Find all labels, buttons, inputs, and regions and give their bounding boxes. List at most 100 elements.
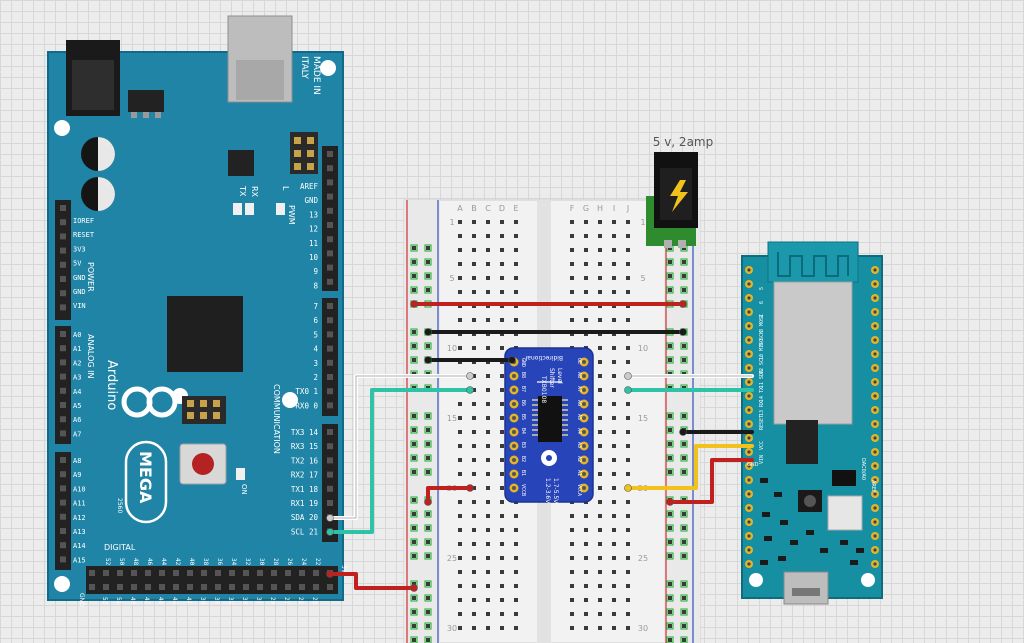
header-pin xyxy=(60,542,66,549)
breadboard-hole xyxy=(626,514,630,518)
breadboard-hole xyxy=(598,374,602,378)
breadboard-hole xyxy=(486,388,490,392)
header-pin xyxy=(60,556,66,563)
breadboard-hole xyxy=(626,542,630,546)
breadboard-hole xyxy=(472,598,476,602)
mega-pin-label: 45 xyxy=(157,597,164,605)
rail-hole xyxy=(412,554,416,558)
breadboard-hole xyxy=(472,290,476,294)
breadboard-hole xyxy=(626,402,630,406)
breadboard-hole xyxy=(612,430,616,434)
rail-hole xyxy=(412,428,416,432)
rail-hole xyxy=(668,442,672,446)
breadboard-hole xyxy=(514,234,518,238)
txb0108-chip xyxy=(538,396,562,442)
mega-pin-label: TX2 16 xyxy=(291,456,319,465)
header-pin xyxy=(60,416,66,423)
wire-endpoints xyxy=(326,300,687,592)
rail-hole xyxy=(682,596,686,600)
mega-pin-label: 2 xyxy=(313,373,318,382)
mega-pin-label: 51 xyxy=(115,597,122,605)
smd-component xyxy=(820,548,828,553)
atmega2560-chip xyxy=(167,296,243,372)
header-pin xyxy=(60,387,66,394)
header-pin xyxy=(60,485,66,492)
icsp-header-2 xyxy=(182,396,226,424)
breadboard-hole xyxy=(598,360,602,364)
rail-hole xyxy=(412,540,416,544)
rail-hole xyxy=(426,246,430,250)
breadboard-hole xyxy=(514,276,518,280)
breadboard-hole xyxy=(612,500,616,504)
breadboard-hole xyxy=(486,290,490,294)
breadboard-column-label: E xyxy=(513,204,518,213)
analog-header-a xyxy=(55,326,71,444)
mega-pin-label: VIN xyxy=(73,302,86,310)
header-pin xyxy=(173,584,179,590)
header-pin xyxy=(299,584,305,590)
mega-pin-label: A7 xyxy=(73,430,81,438)
shifter-pin-label: B4 xyxy=(520,428,526,434)
rail-hole xyxy=(682,470,686,474)
header-pin xyxy=(117,570,123,576)
wire-end xyxy=(679,428,687,436)
breadboard-hole xyxy=(500,262,504,266)
power-jack: 5 v, 2amp xyxy=(646,135,713,248)
breadboard-hole xyxy=(612,262,616,266)
rail-hole xyxy=(426,526,430,530)
rail-hole xyxy=(426,274,430,278)
breadboard-hole xyxy=(514,318,518,322)
breadboard-hole xyxy=(626,626,630,630)
arduino-logo xyxy=(121,386,178,418)
italy-label: ITALY xyxy=(299,56,309,79)
voltage-regulator xyxy=(128,90,164,112)
header-pin xyxy=(327,222,333,228)
breadboard-hole xyxy=(486,220,490,224)
shifter-pin-label: A1 xyxy=(576,470,582,476)
breadboard-row-label: 15 xyxy=(638,414,648,423)
breadboard-hole xyxy=(612,374,616,378)
header-pin xyxy=(327,429,333,435)
header-pin xyxy=(299,570,305,576)
breadboard-hole xyxy=(486,556,490,560)
rail-hole xyxy=(426,288,430,292)
header-pin xyxy=(327,179,333,186)
rail-hole xyxy=(682,358,686,362)
breadboard-hole xyxy=(500,388,504,392)
rail-hole xyxy=(682,344,686,348)
header-pin xyxy=(327,207,333,214)
breadboard-hole xyxy=(472,430,476,434)
rail-hole xyxy=(668,288,672,292)
wire-end xyxy=(410,300,418,308)
rail-hole xyxy=(682,554,686,558)
breadboard-hole xyxy=(584,262,588,266)
breadboard-hole xyxy=(612,248,616,252)
mega-pin-label: A0 xyxy=(73,331,81,339)
mega-pin-label: 7 xyxy=(313,302,318,311)
header-pin xyxy=(159,584,165,590)
breadboard-column-label: J xyxy=(626,204,629,213)
breadboard-hole xyxy=(486,528,490,532)
header-pin xyxy=(187,584,193,590)
breadboard-hole xyxy=(500,234,504,238)
breadboard-hole xyxy=(472,248,476,252)
breadboard-hole xyxy=(612,612,616,616)
breadboard-hole xyxy=(570,542,574,546)
mega-pin-label: 27 xyxy=(283,597,290,605)
header-pin xyxy=(327,345,333,352)
wire-end xyxy=(466,484,474,492)
rail-hole xyxy=(412,526,416,530)
wire-end xyxy=(424,498,432,506)
mega-pin-label: 35 xyxy=(227,597,234,605)
shifter-pin-label: A5 xyxy=(576,414,582,420)
breadboard-hole xyxy=(472,444,476,448)
mount-hole xyxy=(282,392,298,408)
breadboard-hole xyxy=(612,402,616,406)
header-pin xyxy=(327,388,333,395)
breadboard-hole xyxy=(612,388,616,392)
header-pin xyxy=(257,584,263,590)
battery-connector xyxy=(827,495,863,531)
breadboard-hole xyxy=(486,612,490,616)
